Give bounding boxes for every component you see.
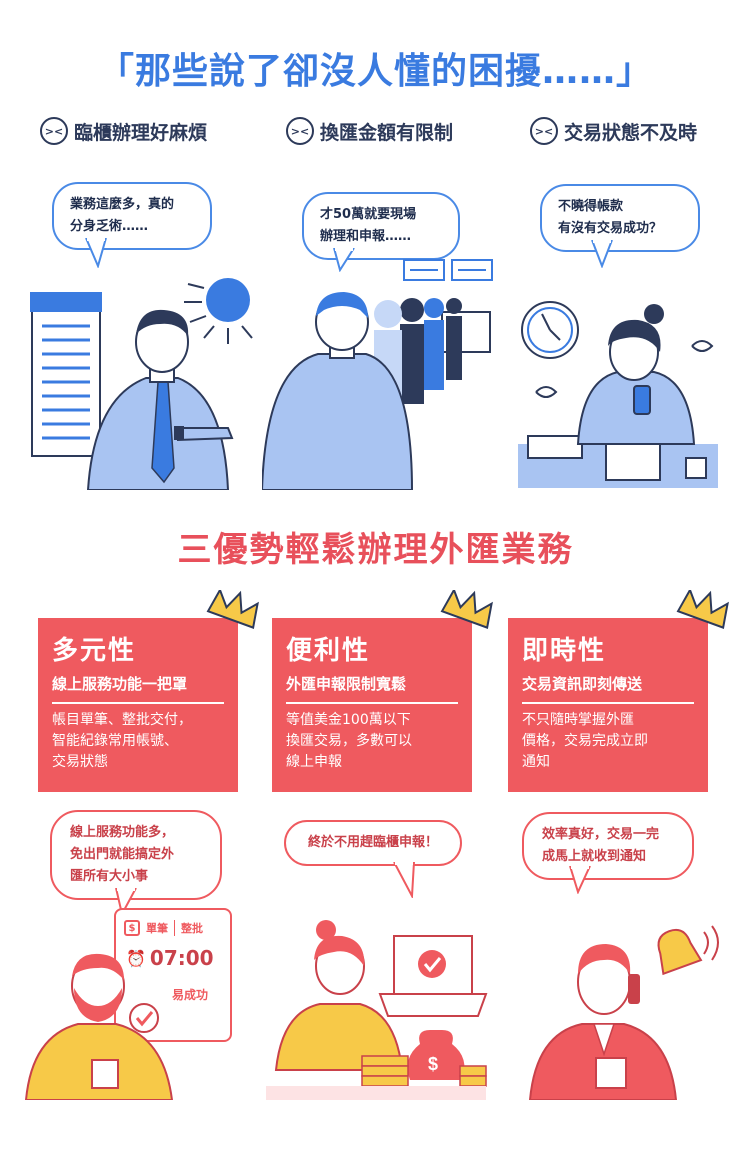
frustrated-face-icon: >< bbox=[40, 117, 68, 145]
mug-icon bbox=[595, 1057, 627, 1089]
man-on-phone-illustration bbox=[528, 925, 719, 1100]
worried-woman-illustration bbox=[518, 301, 718, 488]
benefit-card-convenience: 便利性 外匯申報限制寬鬆 等值美金100萬以下 換匯交易，多數可以 線上申報 bbox=[272, 618, 472, 792]
bubble-tail bbox=[333, 248, 355, 272]
desc-line: 線上申報 bbox=[286, 754, 342, 770]
busy-worker-illustration bbox=[30, 278, 253, 490]
bubble-tail bbox=[85, 238, 107, 268]
problem-label-1: >< 臨櫃辦理好麻煩 bbox=[40, 117, 207, 145]
bearded-man-illustration bbox=[24, 953, 174, 1100]
bubble-tail bbox=[569, 866, 591, 894]
bubble-line: 業務這麼多，真的 bbox=[70, 197, 175, 212]
mug-icon bbox=[91, 1059, 119, 1089]
bubble-line: 不曉得帳款 bbox=[558, 199, 624, 214]
card-title: 多元性 bbox=[52, 636, 137, 666]
todo-board bbox=[31, 295, 101, 457]
card-subtitle: 外匯申報限制寬鬆 bbox=[286, 673, 458, 704]
bubble-tail bbox=[591, 240, 613, 268]
crown-icon bbox=[440, 590, 493, 629]
section-title: 三優勢輕鬆辦理外匯業務 bbox=[177, 530, 574, 570]
card-description: 等值美金100萬以下 換匯交易，多數可以 線上申報 bbox=[286, 710, 458, 773]
speech-bubble-benefit-2: 終於不用趕臨櫃申報！ bbox=[284, 820, 462, 866]
status-text: 易成功 bbox=[172, 988, 209, 1002]
bubble-line: 分身乏術…… bbox=[70, 219, 149, 234]
speech-bubble-3: 不曉得帳款 有沒有交易成功？ bbox=[540, 184, 700, 252]
problem-label-2: >< 換匯金額有限制 bbox=[286, 117, 453, 145]
bubble-line: 才50萬就要現場 bbox=[320, 207, 417, 222]
queue-illustration bbox=[262, 259, 493, 490]
card-subtitle: 交易資訊即刻傳送 bbox=[522, 673, 694, 704]
desc-line: 不只隨時掌握外匯 bbox=[522, 712, 634, 728]
desc-line: 智能紀錄常用帳號、 bbox=[52, 733, 178, 749]
bubble-line: 匯所有大小事 bbox=[70, 869, 149, 884]
frustrated-face-icon: >< bbox=[286, 117, 314, 145]
desc-line: 通知 bbox=[522, 754, 550, 770]
bubble-line: 效率真好，交易一完 bbox=[542, 827, 660, 842]
speech-bubble-1: 業務這麼多，真的 分身乏術…… bbox=[52, 182, 212, 250]
desc-line: 等值美金100萬以下 bbox=[286, 712, 411, 728]
crown-icon bbox=[676, 590, 729, 629]
speech-bubble-benefit-3: 效率真好，交易一完 成馬上就收到通知 bbox=[522, 812, 694, 880]
benefit-card-diversity: 多元性 線上服務功能一把罩 帳目單筆、整批交付， 智能紀錄常用帳號、 交易狀態 bbox=[38, 618, 238, 792]
phone-icon bbox=[633, 385, 651, 415]
bubble-line: 線上服務功能多， bbox=[70, 825, 175, 840]
card-description: 帳目單筆、整批交付， 智能紀錄常用帳號、 交易狀態 bbox=[52, 710, 224, 773]
desc-line: 交易狀態 bbox=[52, 754, 108, 770]
tab-batch[interactable]: 整批 bbox=[174, 920, 203, 936]
alarm-clock-icon: ⏰ bbox=[126, 948, 146, 968]
dollar-icon: $ bbox=[124, 920, 140, 936]
clock-time: 07:00 bbox=[149, 946, 214, 970]
problem-label-3: >< 交易狀態不及時 bbox=[530, 117, 697, 145]
desc-line: 換匯交易，多數可以 bbox=[286, 733, 412, 749]
card-subtitle: 線上服務功能一把罩 bbox=[52, 673, 224, 704]
problem-text: 臨櫃辦理好麻煩 bbox=[74, 121, 208, 144]
phone-icon bbox=[628, 974, 640, 1004]
speech-bubble-benefit-1: 線上服務功能多， 免出門就能搞定外 匯所有大小事 bbox=[50, 810, 222, 900]
bubble-line: 辦理和申報…… bbox=[320, 229, 412, 244]
tab-single[interactable]: 單筆 bbox=[146, 922, 168, 935]
speech-bubble-2: 才50萬就要現場 辦理和申報…… bbox=[302, 192, 460, 260]
card-title: 即時性 bbox=[522, 636, 607, 666]
bell-icon bbox=[657, 928, 703, 976]
problem-text: 交易狀態不及時 bbox=[564, 121, 698, 144]
bubble-tail bbox=[393, 862, 415, 898]
desc-line: 價格，交易完成立即 bbox=[522, 733, 648, 749]
bubble-line: 免出門就能搞定外 bbox=[70, 847, 175, 862]
problem-text: 換匯金額有限制 bbox=[320, 121, 454, 144]
bubble-line: 成馬上就收到通知 bbox=[542, 849, 647, 864]
crown-icon bbox=[206, 590, 259, 629]
happy-woman-laptop-illustration: $ bbox=[266, 920, 488, 1100]
frustrated-face-icon: >< bbox=[530, 117, 558, 145]
desc-line: 帳目單筆、整批交付， bbox=[52, 712, 192, 728]
bubble-line: 有沒有交易成功？ bbox=[558, 221, 663, 236]
card-description: 不只隨時掌握外匯 價格，交易完成立即 通知 bbox=[522, 710, 694, 773]
bubble-line: 終於不用趕臨櫃申報！ bbox=[307, 835, 438, 850]
benefit-card-immediacy: 即時性 交易資訊即刻傳送 不只隨時掌握外匯 價格，交易完成立即 通知 bbox=[508, 618, 708, 792]
money-bag-icon: $ bbox=[428, 1054, 438, 1074]
check-icon bbox=[129, 1003, 159, 1033]
page-title: 「那些說了卻沒人懂的困擾……」 bbox=[97, 51, 653, 92]
card-title: 便利性 bbox=[286, 636, 371, 666]
